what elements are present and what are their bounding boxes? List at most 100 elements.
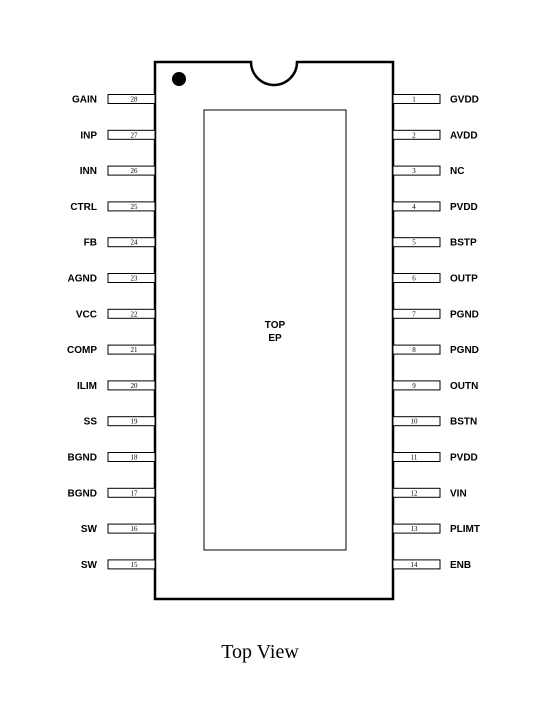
pin-23: 23 AGND [68, 273, 156, 285]
pin-name: AVDD [450, 130, 478, 141]
pin-name: BGND [68, 453, 97, 464]
pin-lead [392, 452, 441, 462]
pin-number: 26 [131, 167, 139, 175]
pin-number: 23 [131, 275, 139, 283]
pin-lead [392, 308, 441, 319]
pin-number: 5 [412, 239, 416, 247]
pin-lead [392, 165, 441, 176]
pin-lead [392, 129, 441, 140]
pin-lead [392, 344, 441, 355]
pin-lead [107, 308, 156, 319]
pin-name: SW [81, 524, 98, 535]
pin-15: 15 SW [81, 559, 156, 571]
pin-number: 2 [412, 131, 416, 139]
pin-number: 18 [131, 454, 139, 462]
pin-number: 8 [412, 346, 416, 354]
pin-lead [107, 487, 156, 498]
pin-name: SS [84, 417, 98, 428]
pin-name: INN [80, 166, 97, 177]
pin-number: 16 [131, 525, 139, 533]
pin-8: 8 PGND [392, 344, 479, 356]
exposed-pad [203, 109, 347, 551]
pin-27: 27 INP [80, 129, 156, 141]
pin-name: NC [450, 166, 464, 177]
pin-number: 27 [131, 131, 139, 139]
pin-5: 5 BSTP [392, 237, 477, 249]
pin-number: 25 [131, 203, 139, 211]
pin-17: 17 BGND [68, 487, 156, 499]
pin-lead [392, 380, 441, 391]
pin-name: ILIM [77, 381, 97, 392]
pin-lead [107, 559, 156, 570]
pin-name: INP [80, 130, 97, 141]
pin-number: 12 [411, 489, 419, 497]
pin-25: 25 CTRL [70, 201, 156, 213]
pin-number: 3 [412, 167, 416, 175]
pin-26: 26 INN [80, 165, 156, 177]
pin-18: 18 BGND [68, 452, 156, 464]
pin-name: FB [84, 238, 97, 249]
pin-name: COMP [67, 345, 97, 356]
pin1-indicator-dot [172, 72, 186, 86]
pin-number: 1 [412, 96, 416, 104]
pin-lead [107, 129, 156, 140]
pin-lead [392, 487, 441, 498]
pin-name: OUTN [450, 381, 478, 392]
exposed-pad-label-line1: TOP [265, 320, 286, 331]
pin-number: 19 [131, 418, 139, 426]
exposed-pad-label-line2: EP [268, 333, 282, 344]
pin-name: AGND [68, 274, 97, 285]
pin-lead [392, 273, 441, 283]
pin-10: 10 BSTN [392, 416, 477, 428]
pin-number: 4 [412, 203, 416, 211]
pin-22: 22 VCC [76, 308, 156, 320]
pin-number: 10 [411, 418, 419, 426]
pin-name: VIN [450, 488, 467, 499]
pin-name: BSTP [450, 238, 477, 249]
pin-16: 16 SW [81, 523, 156, 535]
pin-lead [107, 344, 156, 355]
pin-name: PVDD [450, 453, 478, 464]
pin-lead [107, 237, 156, 248]
pin-number: 6 [412, 275, 416, 283]
pin-lead [392, 559, 441, 570]
pin-number: 14 [411, 561, 419, 569]
pin-number: 11 [411, 454, 418, 462]
pin-number: 15 [131, 561, 139, 569]
pin-name: VCC [76, 309, 97, 320]
pin-number: 21 [131, 346, 139, 354]
pin-lead [392, 201, 441, 212]
view-caption: Top View [221, 641, 299, 663]
pin-lead [107, 273, 156, 283]
pin-name: SW [81, 560, 98, 571]
pin-11: 11 PVDD [392, 452, 478, 464]
pin-3: 3 NC [392, 165, 464, 177]
pin-name: BSTN [450, 417, 477, 428]
pin-name: PVDD [450, 202, 478, 213]
pin-7: 7 PGND [392, 308, 479, 320]
pins-group: 28GAIN27INP26INN25CTRL24FB23AGND22VCC21C… [67, 94, 480, 571]
pin-lead [392, 523, 441, 534]
pin-number: 22 [131, 310, 139, 318]
pin-4: 4 PVDD [392, 201, 478, 213]
pin-number: 7 [412, 310, 416, 318]
pin-lead [107, 201, 156, 212]
pin-lead [392, 237, 441, 248]
pin-number: 17 [131, 489, 139, 497]
pin-number: 28 [131, 96, 139, 104]
pin-number: 13 [411, 525, 419, 533]
pin-name: PGND [450, 309, 479, 320]
pin-name: PGND [450, 345, 479, 356]
pin-lead [107, 523, 156, 534]
pin-name: BGND [68, 488, 97, 499]
pin-number: 24 [131, 239, 139, 247]
pin-lead [107, 452, 156, 462]
pin-name: PLIMT [450, 524, 480, 535]
pin-name: CTRL [70, 202, 97, 213]
pin-lead [392, 94, 441, 104]
pin-name: OUTP [450, 274, 478, 285]
